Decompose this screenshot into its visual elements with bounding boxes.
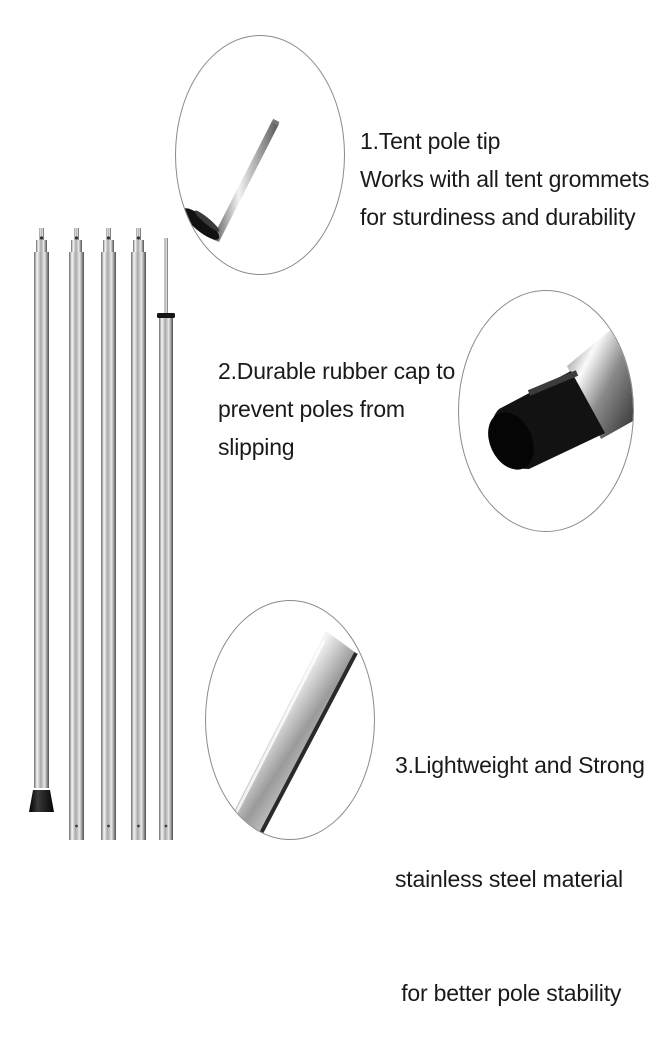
pole-tip-closeup-icon — [182, 118, 280, 242]
feature-2-line-3: slipping — [218, 434, 295, 460]
pole-segment-3 — [101, 228, 116, 840]
feature-2-line-1: 2.Durable rubber cap to — [218, 358, 456, 384]
pole-segment-2 — [69, 228, 84, 840]
feature-1-line-2: Works with all tent grommets — [360, 166, 650, 192]
feature-2-line-2: prevent poles from — [218, 396, 405, 422]
feature-1-line-1: 1.Tent pole tip — [360, 128, 501, 154]
zoom-circle-pole-tip — [175, 35, 345, 275]
feature-1-line-3: for sturdiness and durability — [360, 204, 636, 230]
feature-1-text: 1.Tent pole tip Works with all tent grom… — [360, 122, 649, 236]
feature-3-line-3: for better pole stability — [395, 980, 622, 1006]
pole-segments-illustration — [29, 228, 175, 840]
feature-3-text: 3.Lightweight and Strong stainless steel… — [395, 670, 645, 1050]
pole-segment-4 — [131, 228, 146, 840]
zoom-circle-steel-tube — [205, 600, 375, 840]
pole-segment-5-tip — [157, 238, 175, 840]
zoom-circle-rubber-cap — [458, 290, 634, 532]
feature-2-text: 2.Durable rubber cap to prevent poles fr… — [218, 352, 455, 466]
feature-3-line-1: 3.Lightweight and Strong — [395, 752, 645, 778]
pole-segment-1 — [29, 228, 54, 812]
rubber-cap-closeup-icon — [488, 311, 633, 470]
steel-tube-closeup-icon — [220, 631, 358, 839]
feature-3-line-2: stainless steel material — [395, 866, 623, 892]
